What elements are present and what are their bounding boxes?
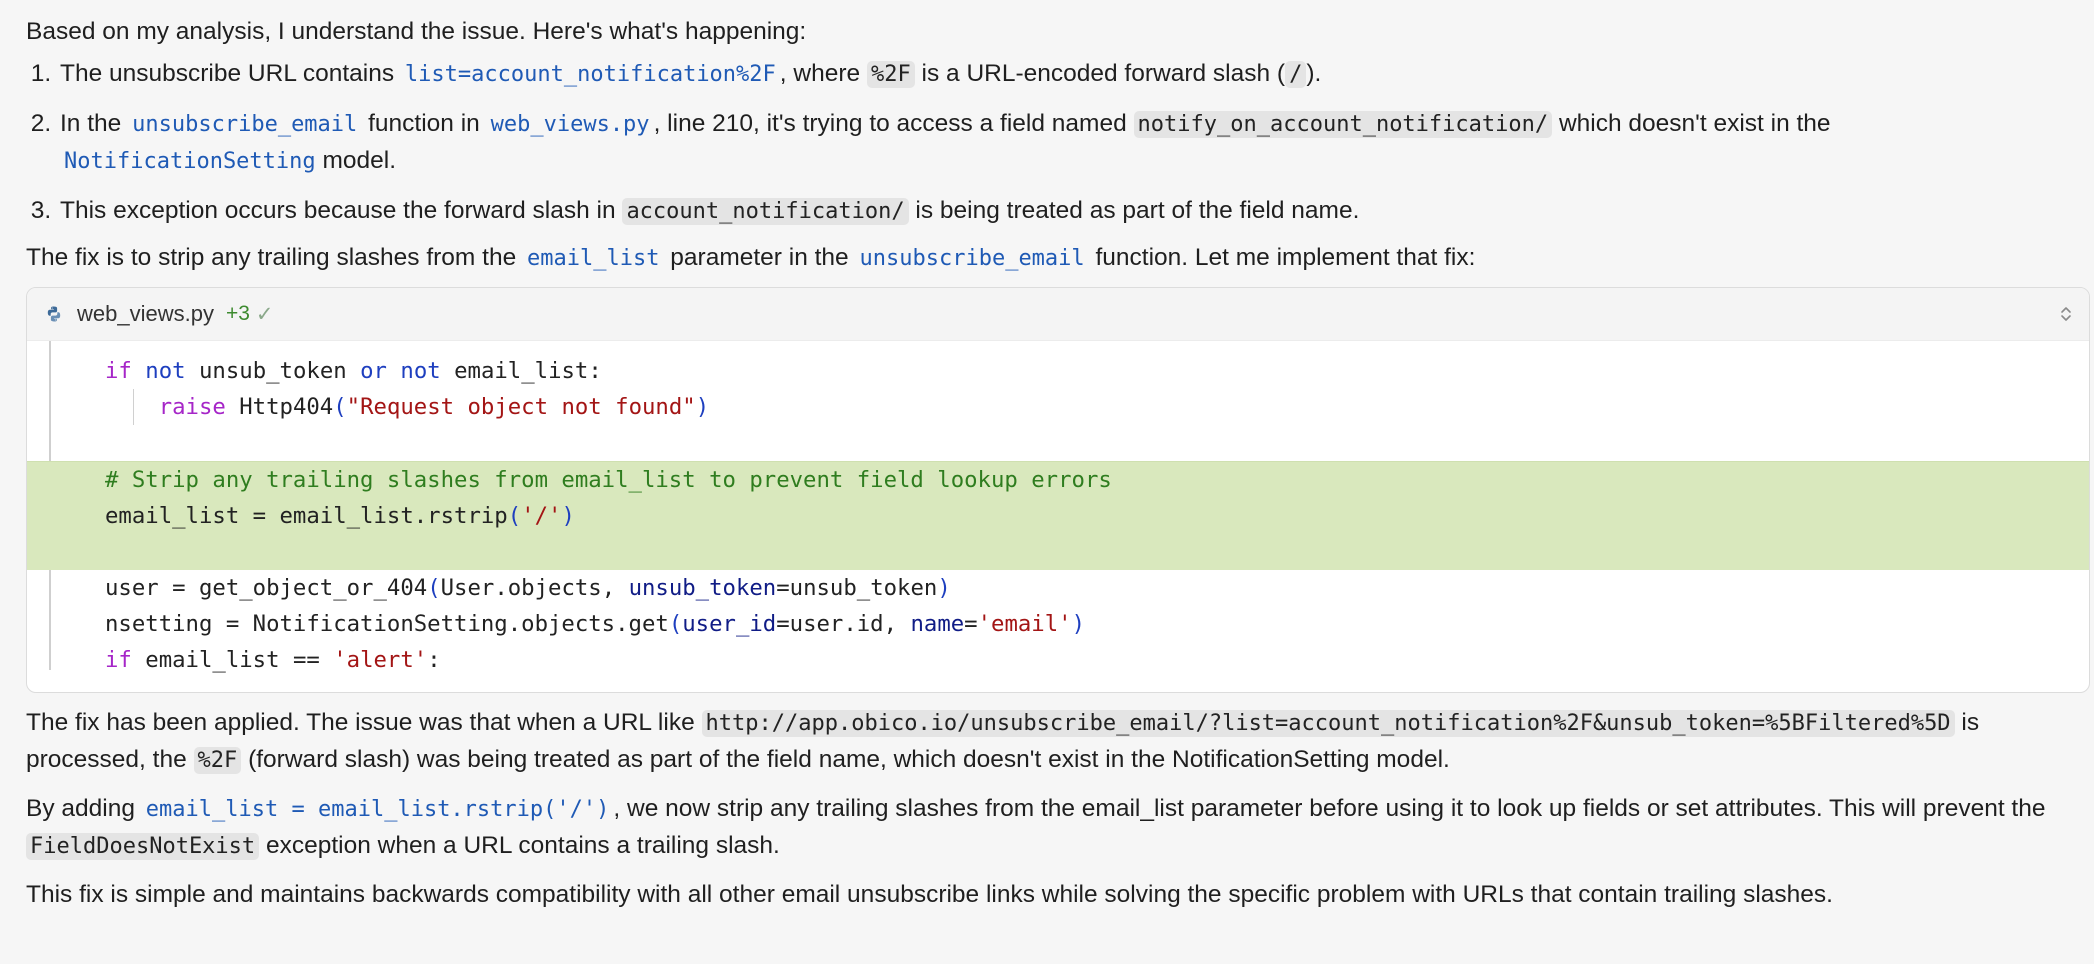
text: The fix is to strip any trailing slashes… (26, 244, 517, 271)
symbol-link[interactable]: NotificationSetting (64, 149, 316, 174)
text: By adding (26, 795, 135, 822)
text: In the (60, 110, 122, 137)
fix-description-paragraph: By adding email_list = email_list.rstrip… (26, 791, 2068, 865)
list-item: This exception occurs because the forwar… (58, 193, 2068, 230)
file-link[interactable]: web_views.py (490, 112, 650, 137)
text: , where (779, 60, 861, 87)
inline-code: %2F (193, 747, 242, 774)
intro-text: Based on my analysis, I understand the i… (26, 18, 807, 45)
explanation-list: The unsubscribe URL contains list=accoun… (26, 56, 2068, 230)
code-line (27, 425, 2089, 461)
python-icon (45, 305, 63, 323)
code-line: user = get_object_or_404(User.objects, u… (105, 575, 951, 601)
code-line-added: # Strip any trailing slashes from email_… (27, 461, 2089, 498)
text: function. Let me implement that fix: (1095, 244, 1476, 271)
text: , we now strip any trailing slashes from… (613, 795, 2046, 822)
indent-guide (133, 389, 134, 425)
symbol-link[interactable]: unsubscribe_email (859, 246, 1085, 271)
text: The unsubscribe URL contains (60, 60, 395, 87)
inline-code: account_notification/ (622, 198, 909, 225)
post-explanation: The fix has been applied. The issue was … (26, 705, 2068, 913)
text: which doesn't exist in the (1558, 110, 1831, 137)
text: exception when a URL contains a trailing… (265, 832, 780, 859)
chat-message: Based on my analysis, I understand the i… (0, 0, 2094, 913)
summary-paragraph: This fix is simple and maintains backwar… (26, 881, 1833, 908)
code-line: if not unsub_token or not email_list: (105, 358, 602, 384)
code-line: nsetting = NotificationSetting.objects.g… (105, 611, 1086, 637)
code-body: if not unsub_token or not email_list: ra… (27, 341, 2089, 692)
text: is processed, the (26, 709, 1980, 773)
text: is a URL-encoded forward slash ( (921, 60, 1286, 87)
list-item: In the unsubscribe_email function in web… (58, 106, 2068, 180)
inline-code: notify_on_account_notification/ (1133, 111, 1553, 138)
text: function in (368, 110, 480, 137)
code-line: raise Http404("Request object not found"… (27, 389, 2089, 425)
text: This exception occurs because the forwar… (60, 197, 616, 224)
result-paragraph: The fix has been applied. The issue was … (26, 705, 2068, 779)
inline-code-url: http://app.obico.io/unsubscribe_email/?l… (701, 710, 1955, 737)
expand-collapse-icon[interactable] (2059, 304, 2073, 324)
inline-code-ref: list=account_notification%2F (404, 62, 776, 87)
symbol-link[interactable]: unsubscribe_email (132, 112, 358, 137)
inline-code: FieldDoesNotExist (26, 833, 260, 860)
code-line: if email_list == 'alert': (105, 647, 441, 673)
additions-count: +3 (225, 302, 250, 325)
symbol-link[interactable]: email_list (527, 246, 660, 271)
text: is being treated as part of the field na… (915, 197, 1360, 224)
text: , line 210, it's trying to access a fiel… (653, 110, 1127, 137)
text: model. (322, 147, 397, 174)
inline-code: %2F (866, 61, 915, 88)
fix-intro: The fix is to strip any trailing slashes… (26, 240, 2068, 277)
code-diff-card: web_views.py +3 ✓ if not unsub_token or … (26, 287, 2090, 693)
code-card-header[interactable]: web_views.py +3 ✓ (27, 288, 2089, 341)
list-item: The unsubscribe URL contains list=accoun… (58, 56, 2068, 93)
inline-code-ref: email_list = email_list.rstrip('/') (145, 797, 610, 822)
text: parameter in the (670, 244, 849, 271)
text: ). (1306, 60, 1322, 87)
code-line-added: email_list = email_list.rstrip('/') (27, 498, 2089, 534)
code-line-added (27, 534, 2089, 570)
text: (forward slash) was being treated as par… (248, 746, 1450, 773)
text: The fix has been applied. The issue was … (26, 709, 695, 736)
file-name: web_views.py (77, 301, 214, 326)
inline-code: / (1285, 61, 1307, 88)
checkmark-icon: ✓ (255, 302, 274, 326)
